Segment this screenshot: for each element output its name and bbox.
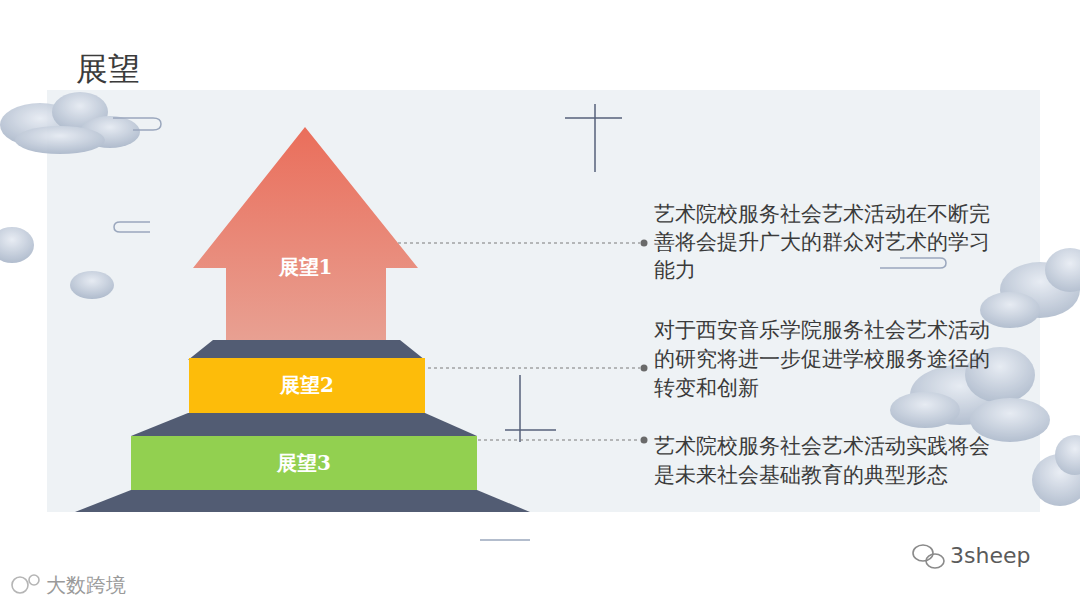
step-box: 展望2 [189,358,425,413]
description-text: 艺术院校服务社会艺术活动实践将会是未来社会基础教育的典型形态 [654,432,1004,490]
step-box: 展望3 [131,436,477,490]
logo-icon [12,575,39,593]
watermark: 大数跨境 [46,572,166,598]
cloud [0,92,140,299]
arrow-shape: 展望1 [193,127,418,340]
step-label: 展望3 [277,450,331,477]
watermark: 3sheep [950,542,1060,570]
arrow-outline [193,127,418,340]
description-text: 艺术院校服务社会艺术活动在不断完善将会提升广大的群众对艺术的学习能力 [654,200,1004,284]
wechat-icon [913,545,944,568]
step-band [75,340,530,512]
leader-dot [641,240,648,444]
panel [47,90,1040,512]
slide-title: 展望 [76,48,140,92]
ornament-line [505,104,622,442]
step-label: 展望1 [279,254,333,281]
step-label: 展望2 [280,372,334,399]
description-text: 对于西安音乐学院服务社会艺术活动的研究将进一步促进学校服务途径的转变和创新 [654,316,1004,403]
